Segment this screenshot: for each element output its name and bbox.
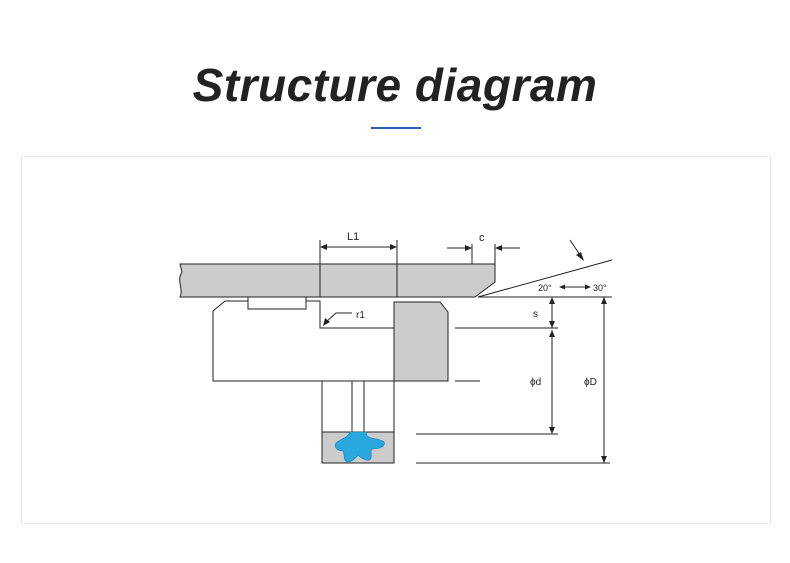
c-label: c: [479, 232, 485, 244]
guide-strip: [247, 296, 307, 310]
d-label: ϕd: [530, 377, 541, 388]
seal-profile: [393, 301, 449, 382]
D-arrow-top: [601, 297, 607, 304]
D-arrow-bottom: [601, 456, 607, 463]
rod-body: [179, 263, 496, 298]
page-title: Structure diagram: [192, 59, 598, 111]
r1-leader: [325, 312, 352, 323]
c-arrow-right: [495, 245, 502, 251]
l1-label: L1: [347, 231, 359, 243]
angle-20-label: 20°: [538, 283, 552, 293]
chamfer-pointer-head: [576, 252, 584, 261]
D-label: ϕD: [584, 377, 597, 388]
r1-label: r1: [356, 310, 365, 321]
s-arrow-bottom: [549, 321, 555, 328]
seal-lip-blue: [334, 431, 385, 463]
l1-arrow-right: [390, 244, 397, 250]
chamfer-line: [477, 259, 613, 298]
l1-arrow-left: [320, 244, 327, 250]
c-arrow-left: [465, 245, 472, 251]
angle-30-label: 30°: [593, 283, 607, 293]
housing-outline: [212, 300, 395, 382]
angle-arrow-right: [585, 284, 591, 290]
d-arrow-top: [549, 330, 555, 337]
d-arrow-bottom: [549, 427, 555, 434]
s-label: s: [533, 309, 538, 320]
angle-arrow-left: [559, 284, 565, 290]
s-arrow-top: [549, 297, 555, 304]
title-underline: [371, 127, 421, 129]
r1-arrow: [323, 318, 330, 326]
